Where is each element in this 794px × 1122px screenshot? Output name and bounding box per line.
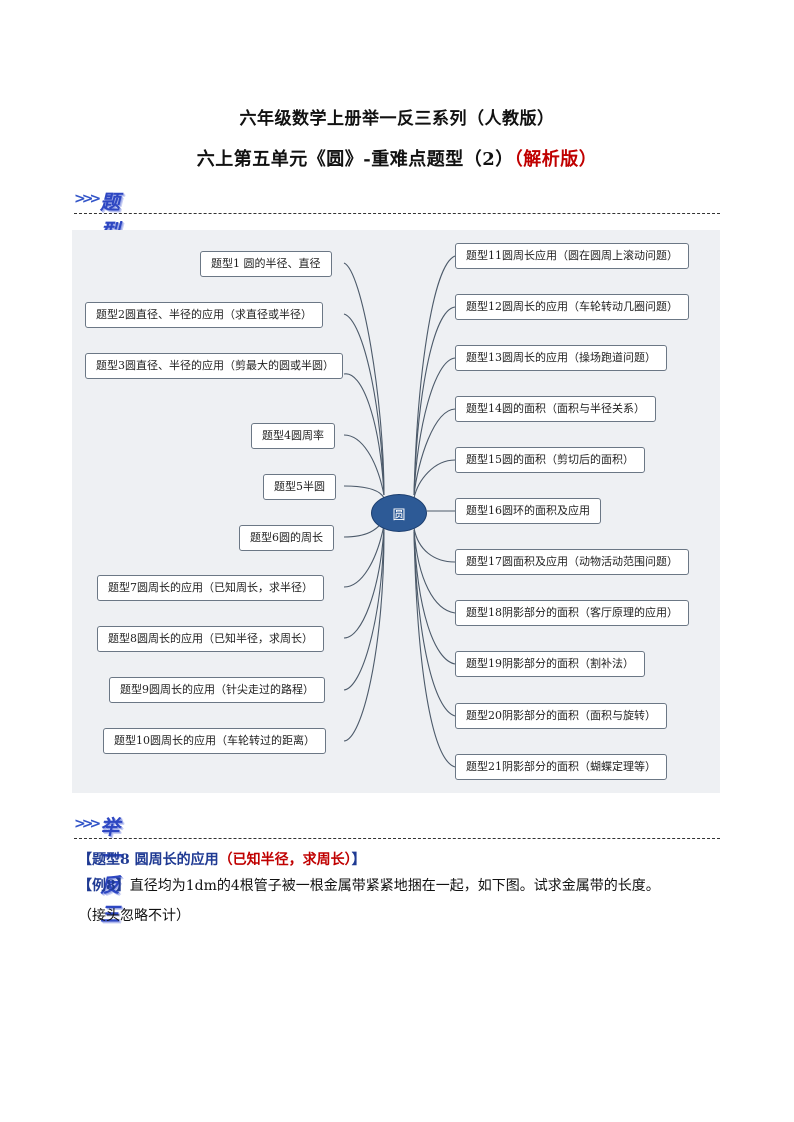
bracket-close: 】 — [351, 852, 366, 868]
subtitle-main: 六上第五单元《圆》-重难点题型（2） — [196, 149, 514, 170]
section-divider — [74, 838, 720, 839]
mind-map-node-right: 题型20阴影部分的面积（面积与旋转） — [455, 703, 667, 729]
mind-map-node-left: 题型10圆周长的应用（车轮转过的距离） — [103, 728, 326, 754]
mind-map-node-right: 题型11圆周长应用（圆在圆周上滚动问题） — [455, 243, 689, 269]
mind-map: 圆 题型1 圆的半径、直径 题型2圆直径、半径的应用（求直径或半径） 题型3圆直… — [72, 230, 720, 793]
mind-map-node-right: 题型18阴影部分的面积（客厅原理的应用） — [455, 600, 689, 626]
mind-map-node-right: 题型16圆环的面积及应用 — [455, 498, 601, 524]
mind-map-node-right: 题型15圆的面积（剪切后的面积） — [455, 447, 645, 473]
mind-map-node-right: 题型14圆的面积（面积与半径关系） — [455, 396, 656, 422]
example-line-1: 【例8】直径均为1dm的4根管子被一根金属带紧紧地捆在一起，如下图。试求金属带的… — [78, 874, 660, 898]
mind-map-node-left: 题型8圆周长的应用（已知半径，求周长） — [97, 626, 324, 652]
mind-map-node-right: 题型13圆周长的应用（操场跑道问题） — [455, 345, 667, 371]
mind-map-node-right: 题型19阴影部分的面积（割补法） — [455, 651, 645, 677]
section-arrows-icon: >>> — [74, 191, 101, 207]
bracket-open: 【 — [78, 852, 92, 868]
section-title: 举一反三 — [100, 815, 121, 926]
section-arrows-icon: >>> — [74, 816, 101, 832]
mind-map-node-left: 题型2圆直径、半径的应用（求直径或半径） — [85, 302, 323, 328]
mind-map-center: 圆 — [371, 494, 427, 532]
example-label: 【例8】 — [78, 878, 130, 894]
mind-map-node-left: 题型6圆的周长 — [239, 525, 334, 551]
problem-type-label: 题型8 圆周长的应用 — [92, 852, 219, 868]
mind-map-node-right: 题型21阴影部分的面积（蝴蝶定理等） — [455, 754, 667, 780]
mind-map-node-right: 题型12圆周长的应用（车轮转动几圈问题） — [455, 294, 689, 320]
problem-type-heading: 【题型8 圆周长的应用（已知半径，求周长）】 — [78, 848, 366, 872]
mind-map-node-left: 题型3圆直径、半径的应用（剪最大的圆或半圆） — [85, 353, 343, 379]
example-line-2: （接头忽略不计） — [78, 908, 190, 924]
example-text: 直径均为1dm的4根管子被一根金属带紧紧地捆在一起，如下图。试求金属带的长度。 — [129, 878, 660, 894]
mind-map-node-left: 题型7圆周长的应用（已知周长，求半径） — [97, 575, 324, 601]
section-divider — [74, 213, 720, 214]
mind-map-node-left: 题型1 圆的半径、直径 — [200, 251, 332, 277]
document-title: 六年级数学上册举一反三系列（人教版） — [239, 109, 555, 129]
problem-type-condition: （已知半径，求周长） — [218, 852, 352, 868]
mind-map-node-left: 题型4圆周率 — [251, 423, 335, 449]
document-subtitle: 六上第五单元《圆》-重难点题型（2）（解析版） — [0, 145, 794, 171]
mind-map-node-left: 题型9圆周长的应用（针尖走过的路程） — [109, 677, 325, 703]
mind-map-node-left: 题型5半圆 — [263, 474, 336, 500]
mind-map-node-right: 题型17圆面积及应用（动物活动范围问题） — [455, 549, 689, 575]
subtitle-edition: （解析版） — [513, 149, 598, 170]
